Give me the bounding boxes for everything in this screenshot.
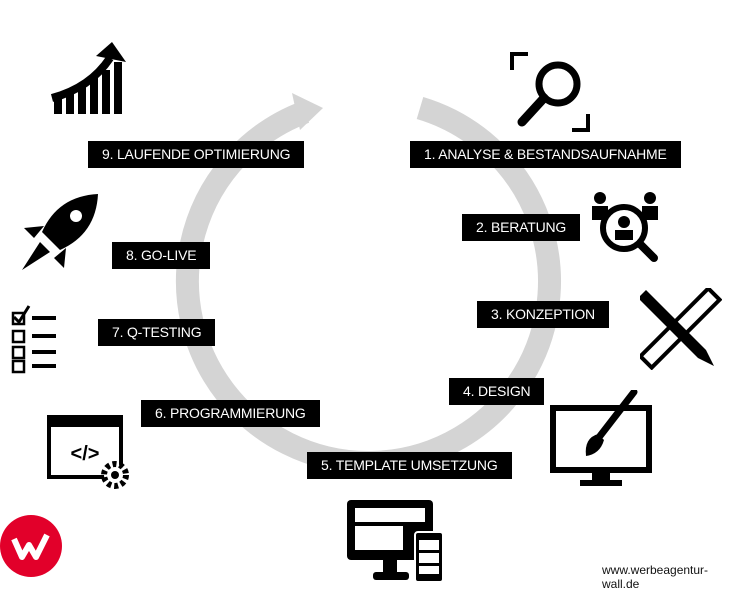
step-2-label: 2. BERATUNG — [462, 214, 581, 241]
svg-text:</>: </> — [71, 443, 100, 465]
cycle-arrowhead — [292, 93, 323, 130]
checklist-icon — [11, 305, 56, 374]
step-6-label: 6. PROGRAMMIERUNG — [141, 400, 320, 427]
pencil-ruler-icon — [640, 288, 722, 370]
step-8-label: 8. GO-LIVE — [112, 242, 211, 269]
step-5-label: 5. TEMPLATE UMSETZUNG — [307, 452, 512, 479]
monitor-brush-icon — [550, 390, 652, 486]
magnifier-icon — [510, 52, 590, 132]
step-4-label: 4. DESIGN — [449, 378, 545, 405]
brand-logo — [0, 515, 62, 577]
website-url: www.werbeagentur-wall.de — [602, 563, 709, 591]
growth-chart-icon — [50, 42, 126, 114]
consulting-people-icon — [592, 192, 658, 262]
responsive-devices-icon — [347, 500, 444, 583]
step-1-label: 1. ANALYSE & BESTANDSAUFNAHME — [410, 141, 681, 168]
code-window-gear-icon: </> — [47, 415, 129, 489]
step-9-label: 9. LAUFENDE OPTIMIERUNG — [88, 141, 305, 168]
step-3-label: 3. KONZEPTION — [477, 301, 609, 328]
logo-w-mark — [11, 533, 50, 560]
step-7-label: 7. Q-TESTING — [98, 319, 216, 346]
rocket-icon — [22, 194, 98, 270]
